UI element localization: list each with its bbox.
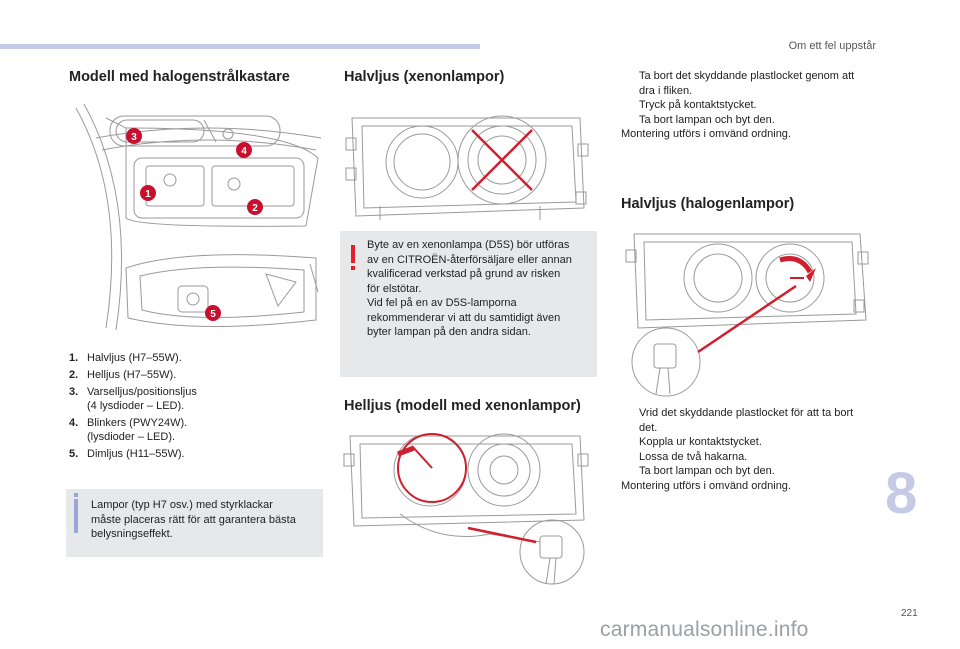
arrow-bullet-icon — [621, 435, 639, 450]
heading-halogen-low-beam: Halvljus (halogenlampor) — [621, 196, 795, 212]
arrow-bullet-icon — [621, 450, 639, 465]
bulb-list: 1.Halvljus (H7–55W). 2.Helljus (H7–55W).… — [69, 351, 309, 464]
list-item: Tryck på kontaktstycket. — [621, 98, 891, 113]
list-item: Koppla ur kontaktstycket. — [621, 435, 891, 450]
callout-2-label: 2 — [252, 203, 258, 214]
arrow-bullet-icon — [621, 406, 639, 435]
heading-xenon-low-beam: Halvljus (xenonlampor) — [344, 69, 505, 85]
list-item: Vrid det skyddande plastlocket för att t… — [621, 406, 891, 435]
callout-3-label: 3 — [131, 132, 137, 143]
callout-4: 4 — [236, 142, 252, 158]
steps-xenon: Ta bort det skyddande plastlocket genom … — [621, 69, 891, 142]
arrow-bullet-icon — [621, 98, 639, 113]
callout-2: 2 — [247, 199, 263, 215]
figure-halogen-low-beam — [620, 224, 874, 404]
list-item: Ta bort lampan och byt den. — [621, 464, 891, 479]
xenon-headlamp-drawing — [345, 115, 589, 220]
list-item: 4.Blinkers (PWY24W). (lysdioder – LED). — [69, 417, 188, 443]
chapter-number: 8 — [885, 461, 918, 526]
xenon-high-beam-drawing — [343, 433, 589, 585]
list-item: Lossa de två hakarna. — [621, 450, 891, 465]
list-item: Ta bort lampan och byt den. — [621, 113, 891, 128]
callout-1: 1 — [140, 185, 156, 201]
warning-icon-dot — [351, 266, 355, 270]
arrow-bullet-icon — [621, 113, 639, 128]
callout-5: 5 — [205, 305, 221, 321]
callout-1-label: 1 — [145, 189, 151, 200]
figure-xenon-low-beam — [340, 98, 592, 226]
callout-4-label: 4 — [241, 146, 247, 157]
cross-out-mark — [471, 129, 533, 191]
figure-rear-light-cluster: 3 4 1 2 5 — [66, 98, 328, 336]
callout-5-label: 5 — [210, 309, 216, 320]
info-icon — [74, 499, 78, 533]
closing-line: Montering utförs i omvänd ordning. — [621, 479, 791, 492]
closing-line: Montering utförs i omvänd ordning. — [621, 128, 791, 140]
info-note: Lampor (typ H7 osv.) med styrklackar mås… — [66, 489, 323, 557]
arrow-bullet-icon — [621, 464, 639, 479]
top-accent-bar — [0, 44, 480, 49]
watermark: carmanualsonline.info — [600, 618, 809, 641]
list-item: 5.Dimljus (H11–55W). — [69, 448, 185, 460]
list-item: 3.Varselljus/positionsljus (4 lysdioder … — [69, 386, 197, 412]
page-number: 221 — [901, 608, 918, 619]
halogen-headlamp-drawing — [625, 233, 869, 397]
info-icon-dot — [74, 493, 78, 497]
figure-xenon-high-beam — [340, 424, 592, 594]
heading-halogen-model: Modell med halogenstrålkastare — [69, 69, 290, 85]
arrow-bullet-icon — [621, 69, 639, 98]
warning-icon — [351, 245, 355, 263]
list-item: 2.Helljus (H7–55W). — [69, 369, 177, 381]
rear-light-cluster-drawing: 3 4 1 2 5 — [75, 103, 322, 331]
callout-3: 3 — [126, 128, 142, 144]
list-item: 1.Halvljus (H7–55W). — [69, 352, 182, 364]
list-item: Ta bort det skyddande plastlocket genom … — [621, 69, 891, 98]
steps-halogen: Vrid det skyddande plastlocket för att t… — [621, 406, 891, 493]
heading-xenon-high-beam: Helljus (modell med xenonlampor) — [344, 398, 581, 414]
warning-note: Byte av en xenonlampa (D5S) bör utföras … — [340, 231, 597, 377]
section-title: Om ett fel uppstår — [788, 40, 876, 52]
